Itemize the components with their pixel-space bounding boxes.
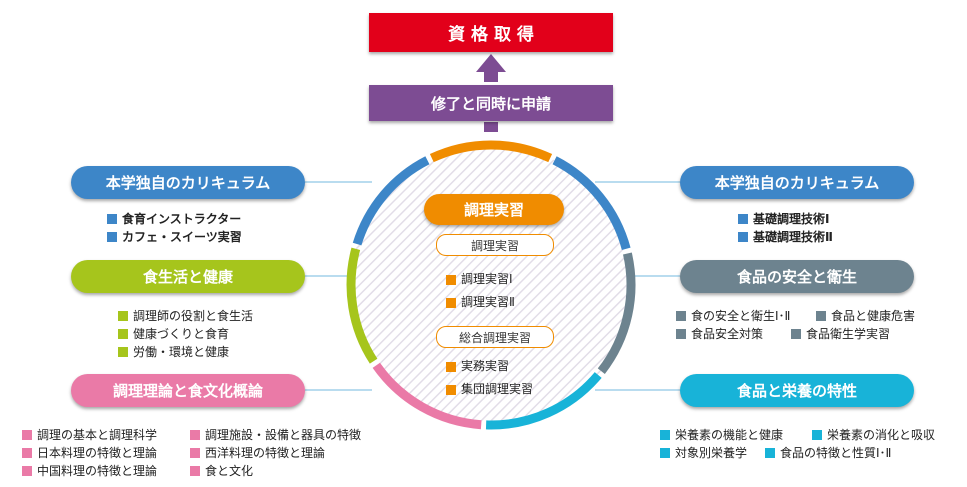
center-group-2-label: 総合調理実習 xyxy=(458,330,531,345)
bullet-square-icon xyxy=(446,274,456,285)
bullet-square-icon xyxy=(446,361,456,372)
list-item: 基礎調理技術Ⅱ xyxy=(738,228,833,246)
list-item: 食品衛生学実習 xyxy=(791,325,890,343)
list-item: 調理師の役割と食生活 xyxy=(118,307,253,325)
application-box: 修了と同時に申請 xyxy=(369,85,613,121)
ring-segment-blue-left xyxy=(352,156,430,246)
qualification-box: 資 格 取 得 xyxy=(369,13,613,52)
center-group-2-pill: 総合調理実習 xyxy=(436,326,554,348)
list-item: 食品安全対策 xyxy=(676,325,783,343)
left-diet-health-list: 調理師の役割と食生活 健康づくりと食育 労働・環境と健康 xyxy=(118,307,253,361)
right-food-safety-pill: 食品の安全と衛生 xyxy=(680,260,914,293)
list-item: 栄養素の機能と健康 xyxy=(660,426,804,444)
list-item: 食品の特徴と性質Ⅰ･Ⅱ xyxy=(765,444,891,462)
list-item: 調理実習Ⅱ xyxy=(446,291,515,314)
bullet-square-icon xyxy=(738,232,748,242)
arrow-shaft-upper xyxy=(484,72,498,82)
bullet-square-icon xyxy=(22,448,32,458)
center-group-1-label: 調理実習 xyxy=(470,238,519,253)
bullet-square-icon xyxy=(660,448,670,458)
center-group-2-list: 実務実習 集団調理実習 xyxy=(446,355,533,401)
list-item: 食と文化 xyxy=(190,462,253,480)
left-diet-health-pill: 食生活と健康 xyxy=(71,260,305,293)
bullet-square-icon xyxy=(190,448,200,458)
bullet-square-icon xyxy=(446,384,456,395)
list-item: 集団調理実習 xyxy=(446,378,533,401)
right-food-nutrition-list: 栄養素の機能と健康 栄養素の消化と吸収 対象別栄養学 食品の特徴と性質Ⅰ･Ⅱ xyxy=(660,426,943,462)
bullet-square-icon xyxy=(446,297,456,308)
list-item: カフェ・スイーツ実習 xyxy=(107,228,242,246)
arrow-up-icon xyxy=(476,54,506,72)
bullet-square-icon xyxy=(816,311,826,321)
center-header-pill: 調理実習 xyxy=(424,194,564,225)
bullet-square-icon xyxy=(107,232,117,242)
list-item: 基礎調理技術Ⅰ xyxy=(738,210,833,228)
bullet-square-icon xyxy=(791,329,801,339)
bullet-square-icon xyxy=(676,311,686,321)
bullet-square-icon xyxy=(118,311,128,321)
ring-segment-blue-right xyxy=(552,156,631,251)
center-header-label: 調理実習 xyxy=(463,201,524,219)
bullet-square-icon xyxy=(660,430,670,440)
qualification-title: 資 格 取 得 xyxy=(448,25,534,45)
list-item: 実務実習 xyxy=(446,355,533,378)
bullet-square-icon xyxy=(676,329,686,339)
list-item: 食育インストラクター xyxy=(107,210,242,228)
list-item: 中国料理の特徴と理論 xyxy=(22,462,182,480)
list-item: 食品と健康危害 xyxy=(816,307,915,325)
bullet-square-icon xyxy=(765,448,775,458)
application-title: 修了と同時に申請 xyxy=(430,94,551,113)
right-original-curriculum-pill: 本学独自のカリキュラム xyxy=(680,166,914,199)
bullet-square-icon xyxy=(738,214,748,224)
left-cooking-theory-pill: 調理理論と食文化概論 xyxy=(71,374,305,407)
bullet-square-icon xyxy=(22,466,32,476)
bullet-square-icon xyxy=(812,430,822,440)
bullet-square-icon xyxy=(107,214,117,224)
ring-segment-pink xyxy=(372,362,482,430)
ring-segment-gray xyxy=(597,252,636,374)
left-original-curriculum-list: 食育インストラクター カフェ・スイーツ実習 xyxy=(107,210,242,246)
bullet-square-icon xyxy=(118,329,128,339)
left-cooking-theory-list: 調理の基本と調理科学 調理施設・設備と器具の特徴 日本料理の特徴と理論 西洋料理… xyxy=(22,426,369,480)
left-original-curriculum-pill: 本学独自のカリキュラム xyxy=(71,166,305,199)
bullet-square-icon xyxy=(190,466,200,476)
list-item: 調理実習Ⅰ xyxy=(446,268,515,291)
ring-segment-cyan xyxy=(485,372,602,430)
list-item: 日本料理の特徴と理論 xyxy=(22,444,182,462)
list-item: 健康づくりと食育 xyxy=(118,325,253,343)
list-item: 栄養素の消化と吸収 xyxy=(812,426,935,444)
ring-segment-green xyxy=(346,247,378,364)
right-food-nutrition-pill: 食品と栄養の特性 xyxy=(680,374,914,407)
list-item: 調理施設・設備と器具の特徴 xyxy=(190,426,361,444)
list-item: 対象別栄養学 xyxy=(660,444,757,462)
ring-segment-orange xyxy=(429,140,553,163)
arrow-shaft-lower xyxy=(484,122,498,132)
bullet-square-icon xyxy=(118,347,128,357)
list-item: 食の安全と衛生Ⅰ･Ⅱ xyxy=(676,307,808,325)
center-group-1-pill: 調理実習 xyxy=(436,234,554,256)
bullet-square-icon xyxy=(190,430,200,440)
right-original-curriculum-list: 基礎調理技術Ⅰ 基礎調理技術Ⅱ xyxy=(738,210,833,246)
list-item: 西洋料理の特徴と理論 xyxy=(190,444,325,462)
bullet-square-icon xyxy=(22,430,32,440)
center-group-1-list: 調理実習Ⅰ 調理実習Ⅱ xyxy=(446,268,515,314)
right-food-safety-list: 食の安全と衛生Ⅰ･Ⅱ 食品と健康危害 食品安全対策 食品衛生学実習 xyxy=(676,307,923,343)
list-item: 調理の基本と調理科学 xyxy=(22,426,182,444)
list-item: 労働・環境と健康 xyxy=(118,343,253,361)
